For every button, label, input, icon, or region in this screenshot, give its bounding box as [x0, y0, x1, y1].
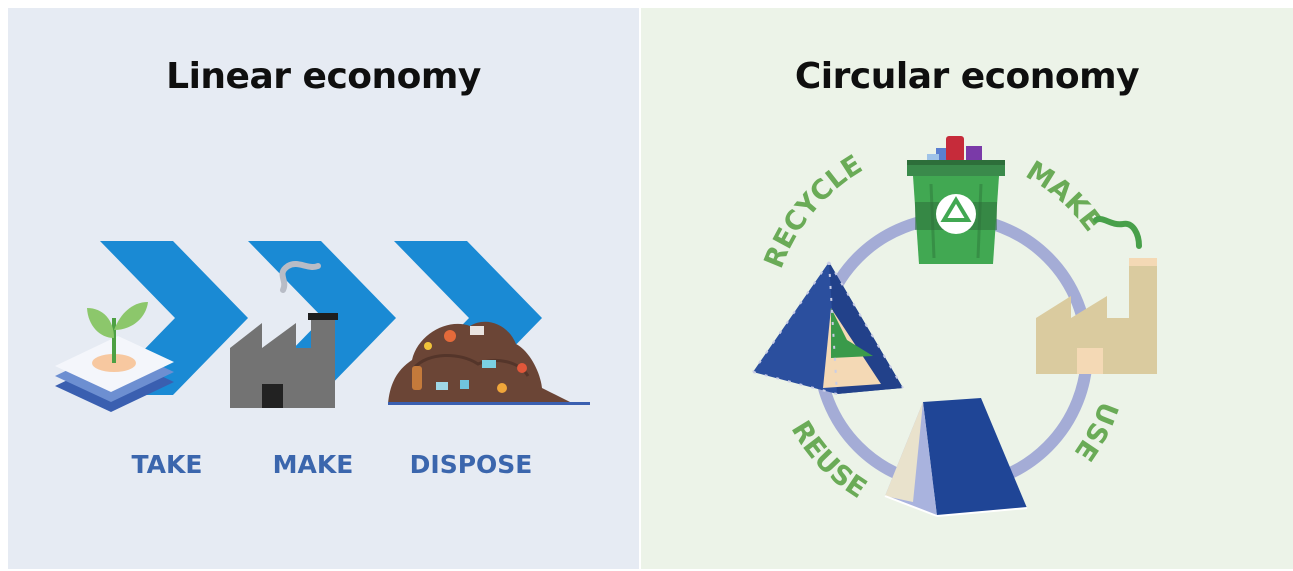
reuse-label: REUSE	[785, 416, 872, 505]
dispose-label: DISPOSE	[409, 450, 533, 479]
recycling-bin-icon	[907, 136, 1005, 264]
patched-tent-icon	[752, 261, 904, 395]
linear-economy-title: Linear economy	[166, 56, 481, 97]
circular-economy-illustration: RECYCLE MAKE USE REUSE	[752, 136, 1157, 517]
seedling-icon	[55, 302, 174, 412]
make-label: MAKE	[272, 450, 354, 479]
take-arrow	[100, 241, 248, 395]
garbage-pile-icon	[388, 321, 590, 405]
take-label: TAKE	[131, 450, 203, 479]
factory-icon	[1036, 216, 1157, 374]
factory-icon	[230, 261, 338, 408]
tent-icon	[884, 398, 1028, 517]
make-cycle-label: MAKE	[1021, 155, 1108, 237]
linear-economy-illustration	[55, 241, 590, 412]
circular-economy-title: Circular economy	[794, 56, 1140, 97]
recycle-label: RECYCLE	[758, 149, 867, 272]
linear-economy-panel: Linear economy	[8, 8, 639, 569]
circular-economy-panel: Circular economy RECYCLE MAKE USE REUSE	[641, 8, 1293, 569]
